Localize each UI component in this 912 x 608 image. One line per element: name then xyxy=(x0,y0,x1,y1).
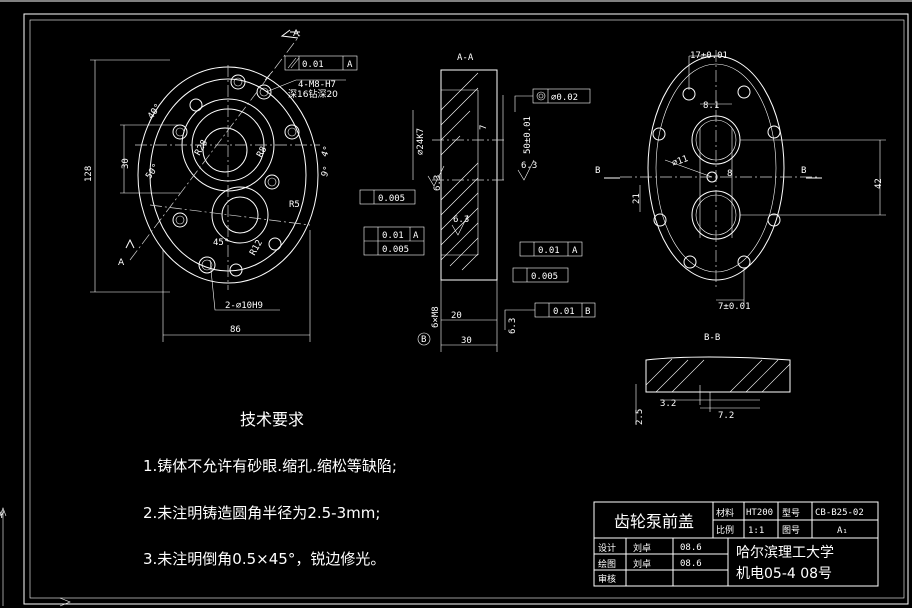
angle-4: 4° xyxy=(320,145,333,159)
thread-note: 4-M8-H7 xyxy=(298,80,336,90)
right-dim-8: 8 xyxy=(727,169,732,179)
roughness-63-c: 6.3 xyxy=(433,175,443,191)
bb-dim-25: 2.5 xyxy=(635,409,645,425)
roughness-63-b: 6.3 xyxy=(453,215,469,225)
scale-value: 1:1 xyxy=(748,526,764,536)
perp-ref: A xyxy=(413,231,419,241)
section-aa-title: A-A xyxy=(457,53,474,63)
parallel-ref-1: A xyxy=(572,246,578,256)
angle-9: 9° xyxy=(320,165,333,179)
dim-width-86: 86 xyxy=(230,325,241,335)
drawing-number: CB-B25-02 xyxy=(815,508,864,518)
angle-50: 50° xyxy=(144,162,162,181)
scale-label: 比例 xyxy=(716,524,734,536)
dim-30: 30 xyxy=(121,158,131,169)
section-bb-title: B-B xyxy=(704,333,720,343)
draw-date: 08.6 xyxy=(680,559,702,569)
thread-depth-note: 深16钻深20 xyxy=(288,88,338,100)
roughness-63-a: 6.3 xyxy=(521,161,537,171)
dia-50: 50±0.01 xyxy=(523,116,533,154)
material-value: HT200 xyxy=(746,508,773,518)
requirement-item-2: 2.未注明铸造圆角半径为2.5-3mm; xyxy=(143,504,381,522)
right-dim-21: 21 xyxy=(632,193,642,204)
check-label: 审核 xyxy=(598,573,616,585)
ucs-y-label: Y xyxy=(0,511,5,521)
pin-holes-note: 2-⌀10H9 xyxy=(225,301,263,311)
bb-dim-32: 3.2 xyxy=(660,399,676,409)
draw-label: 绘图 xyxy=(598,558,616,570)
dim-7-aa: 7 xyxy=(479,125,489,130)
angle-40: 40° xyxy=(146,102,164,121)
right-dim-17: 17±0.01 xyxy=(690,51,728,61)
drawing-border xyxy=(23,13,909,605)
design-date: 08.6 xyxy=(680,543,702,553)
right-dim-7: 7±0.01 xyxy=(718,302,751,312)
front-parallel-ref: A xyxy=(347,60,353,70)
bb-dim-72: 7.2 xyxy=(718,411,734,421)
front-parallel-tol: 0.01 xyxy=(302,60,324,70)
material-label: 材料 xyxy=(716,507,734,519)
section-a-top-label: A xyxy=(293,29,300,39)
model-label: 型号 xyxy=(782,508,800,519)
radius-r5: R5 xyxy=(289,200,300,210)
dim-height-128: 128 xyxy=(84,166,94,182)
class-info: 机电05-4 08号 xyxy=(736,566,832,582)
section-bb-view xyxy=(635,356,791,425)
right-view xyxy=(604,50,886,305)
flatness-tol-2: 0.005 xyxy=(382,245,409,255)
roughness-63-d: 6.3 xyxy=(508,318,518,334)
front-view xyxy=(90,29,358,342)
flatness-tol-1: 0.005 xyxy=(378,194,405,204)
part-name: 齿轮泵前盖 xyxy=(614,512,694,531)
design-name: 刘卓 xyxy=(633,542,651,554)
right-dim-11: ⌀11 xyxy=(671,154,690,169)
school-name: 哈尔滨理工大学 xyxy=(736,545,834,561)
draw-name: 刘卓 xyxy=(633,558,651,570)
section-b-right: B xyxy=(801,166,806,176)
radius-r28: R28 xyxy=(193,138,210,157)
parallel-tol-2: 0.01 xyxy=(553,307,575,317)
design-label: 设计 xyxy=(598,542,616,554)
dim-20: 20 xyxy=(451,311,462,321)
technical-requirements-title: 技术要求 xyxy=(240,410,305,429)
ucs-icon xyxy=(0,507,71,607)
right-dim-42: 42 xyxy=(874,178,884,189)
right-dim-81: 8.1 xyxy=(703,101,719,111)
dia-24k7: ⌀24K7 xyxy=(416,128,426,155)
section-b-left: B xyxy=(595,166,600,176)
perp-tol: 0.01 xyxy=(382,231,404,241)
inner-border xyxy=(29,19,905,599)
requirement-item-3: 3.未注明倒角0.5×45°，锐边修光。 xyxy=(143,550,386,568)
parallel-ref-2: B xyxy=(585,307,590,317)
radius-r8: R8 xyxy=(255,145,269,159)
drawing-no-label: 图号 xyxy=(782,525,800,536)
requirement-item-1: 1.铸体不允许有砂眼.缩孔.缩松等缺陷; xyxy=(143,457,397,475)
parallel-tol-1: 0.01 xyxy=(538,246,560,256)
sheet-size: A₁ xyxy=(837,526,848,536)
thread-6m8: 6×M8 xyxy=(431,306,441,328)
dim-30-aa: 30 xyxy=(461,336,472,346)
coax-tol: ⌀0.02 xyxy=(551,93,578,103)
title-block-frame xyxy=(593,501,879,587)
angle-45: 45° xyxy=(213,238,229,248)
section-aa-view xyxy=(359,69,596,352)
datum-b-label: B xyxy=(421,335,426,345)
flatness-tol-3: 0.005 xyxy=(531,272,558,282)
section-a-bottom-label: A xyxy=(118,258,125,268)
